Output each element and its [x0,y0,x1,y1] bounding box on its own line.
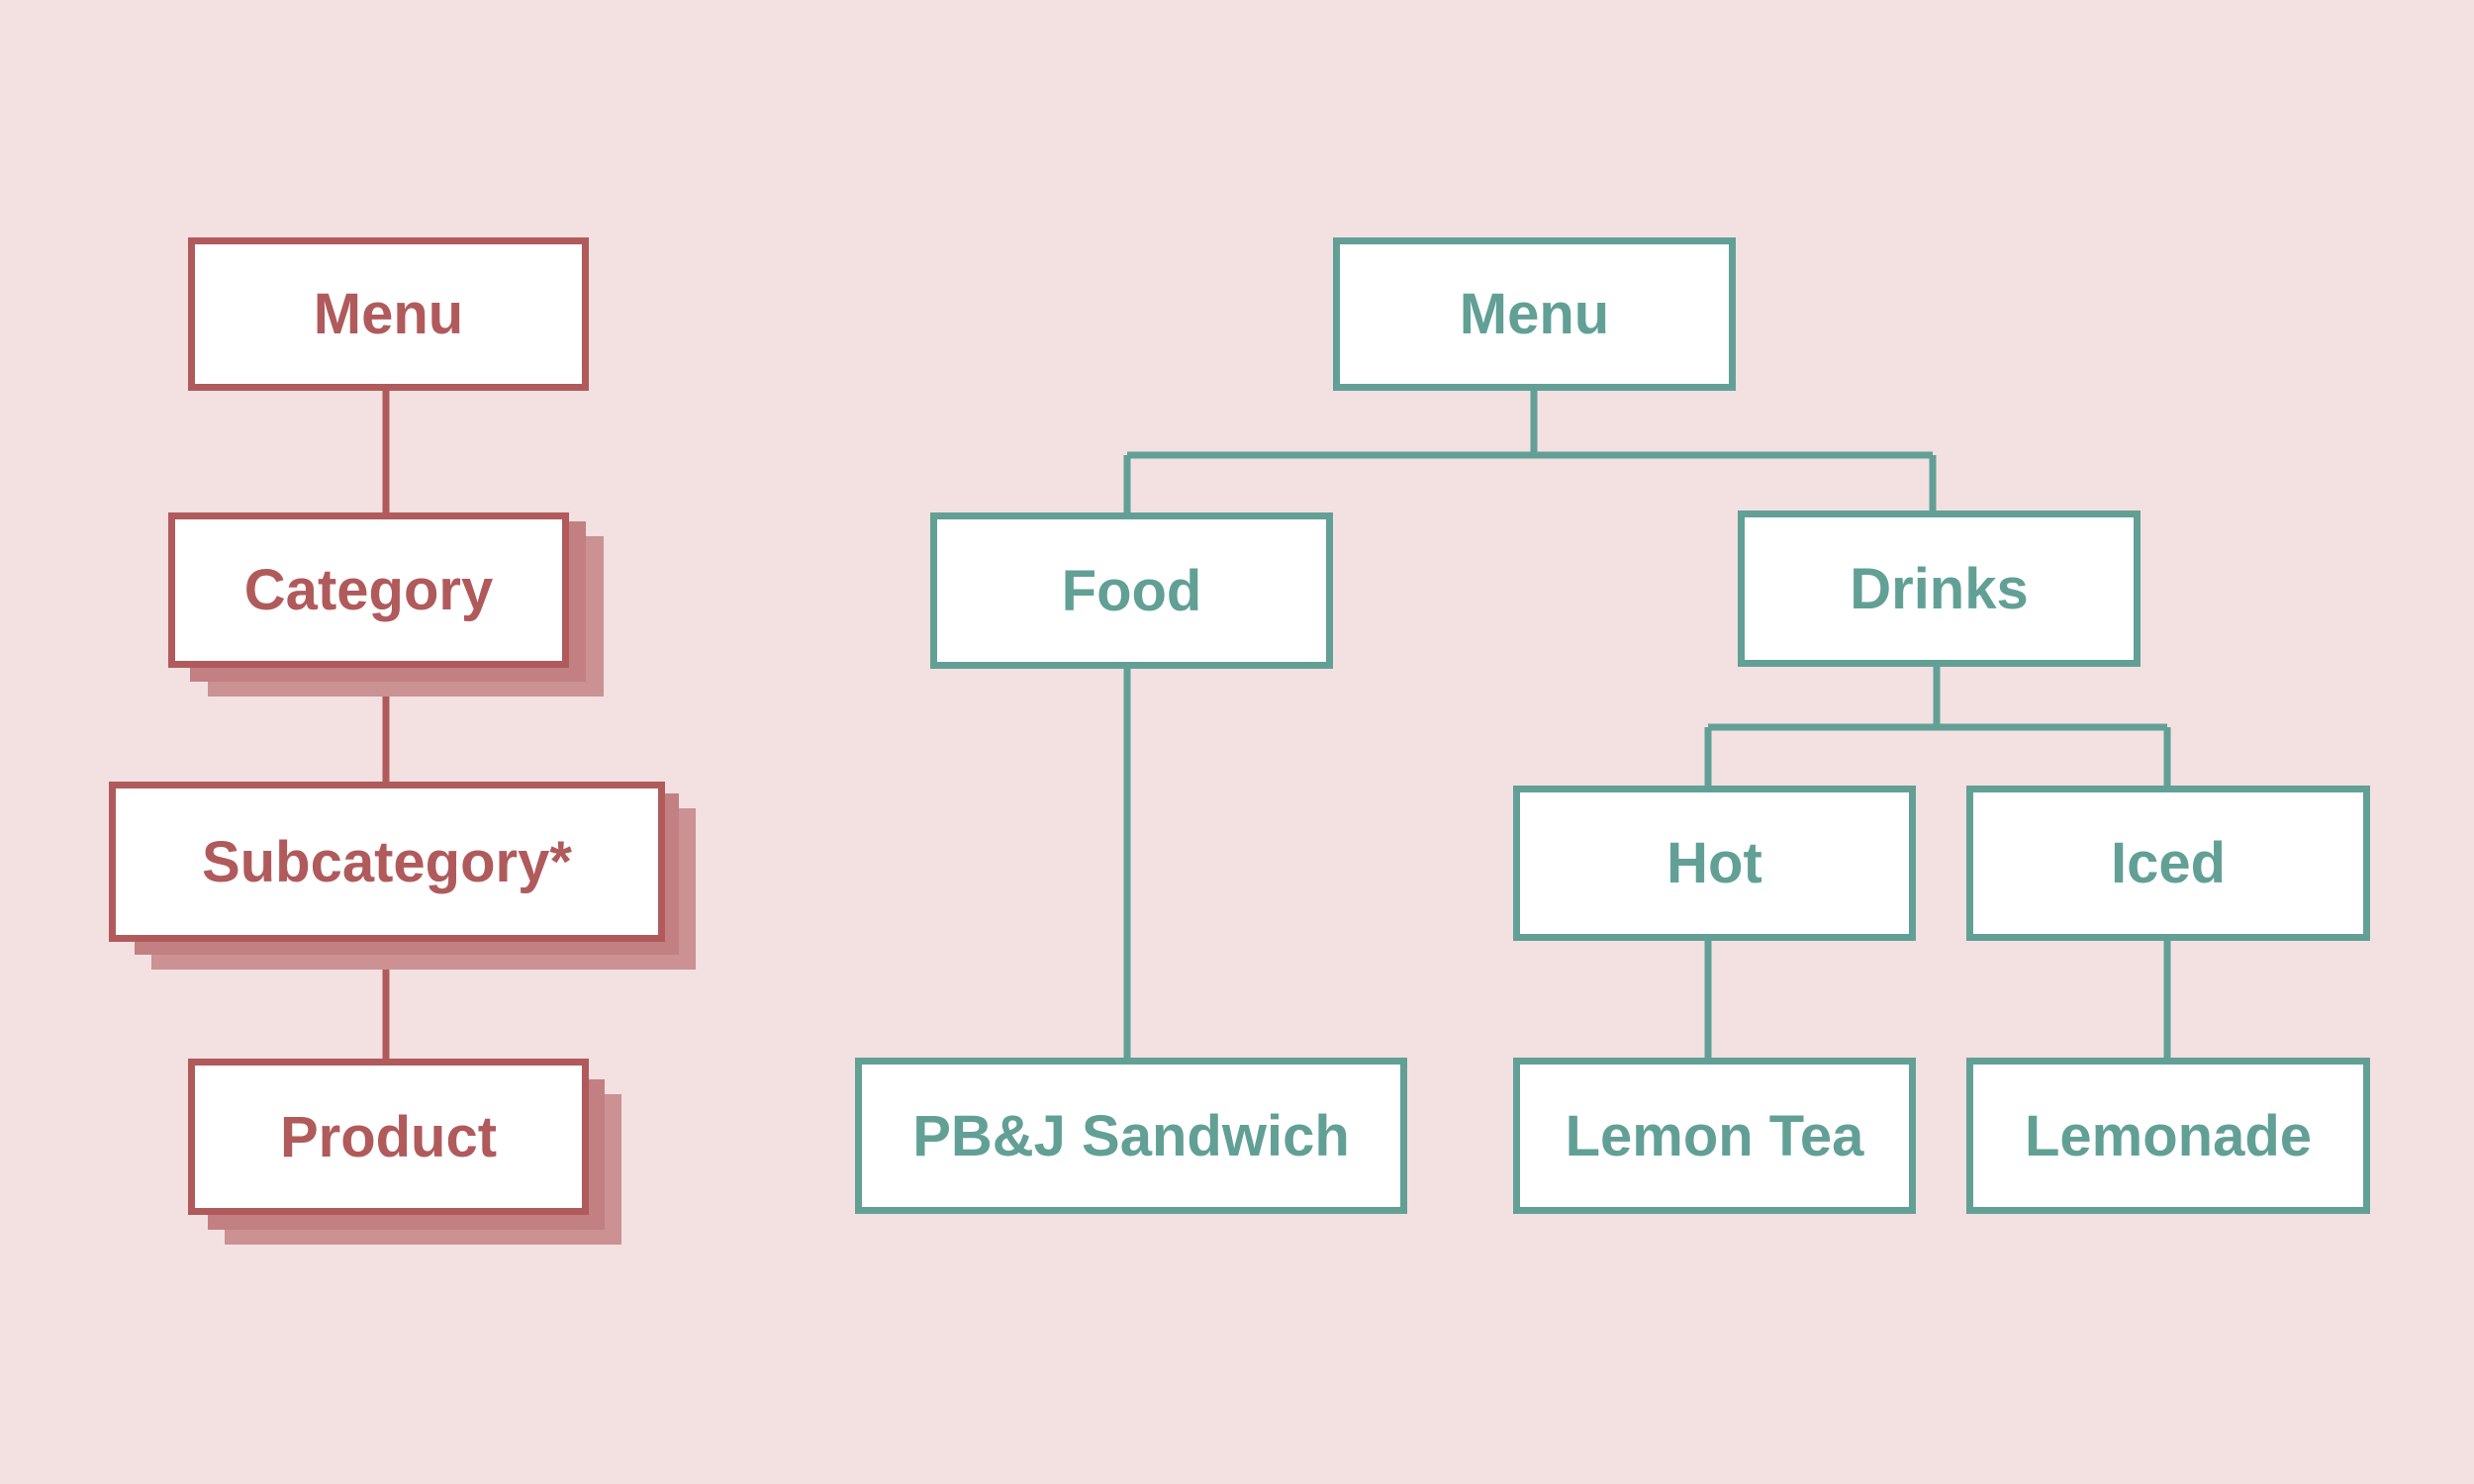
example-drinks-label: Drinks [1850,556,2029,621]
schema-menu-label: Menu [313,282,464,346]
schema-product-label: Product [279,1104,498,1169]
schema-category-box: Category [168,512,569,668]
example-lemon-tea-label: Lemon Tea [1565,1103,1864,1168]
example-lemonade-box: Lemonade [1966,1058,2370,1214]
example-menu-label: Menu [1459,282,1610,346]
example-food-label: Food [1061,558,1202,623]
example-hot-label: Hot [1666,831,1762,895]
example-pbj-sandwich-box: PB&J Sandwich [855,1058,1407,1214]
example-lemonade-label: Lemonade [2024,1103,2313,1168]
schema-subcategory-label: Subcategory* [202,829,572,894]
example-iced-box: Iced [1966,786,2370,941]
example-lemon-tea-box: Lemon Tea [1513,1058,1916,1214]
schema-category-label: Category [243,558,494,622]
example-food-box: Food [930,512,1333,669]
schema-menu-box: Menu [188,237,589,391]
schema-subcategory-box: Subcategory* [109,782,665,942]
example-hot-box: Hot [1513,786,1916,941]
example-drinks-box: Drinks [1738,510,2141,667]
example-menu-box: Menu [1333,237,1736,391]
schema-product-box: Product [188,1059,589,1215]
example-pbj-sandwich-label: PB&J Sandwich [912,1103,1350,1168]
example-iced-label: Iced [2110,831,2227,895]
